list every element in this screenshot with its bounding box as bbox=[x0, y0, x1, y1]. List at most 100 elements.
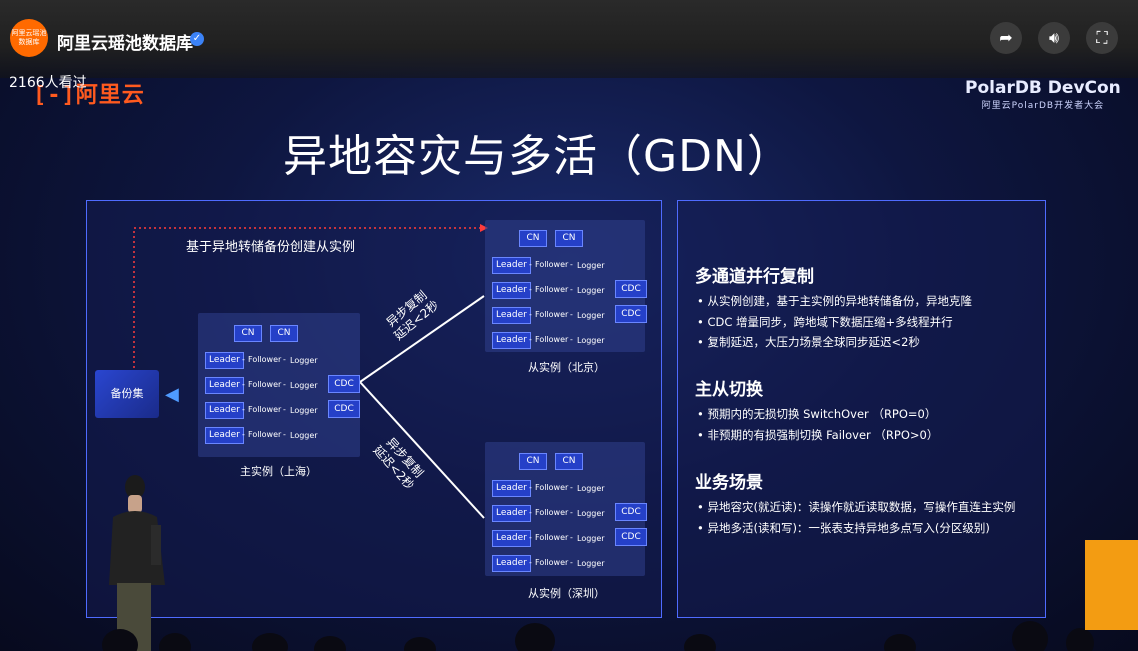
follower-node: Follower bbox=[535, 307, 568, 322]
row-dash: - bbox=[242, 377, 245, 392]
logger-node: Logger bbox=[577, 556, 605, 571]
audience-heads bbox=[0, 615, 1138, 651]
bullet-icon: • bbox=[697, 315, 707, 329]
row-dash: - bbox=[283, 352, 286, 367]
leader-node: Leader bbox=[492, 555, 531, 572]
follower-node: Follower bbox=[248, 402, 281, 417]
follower-node: Follower bbox=[535, 257, 568, 272]
section-bullet: • 复制延迟，大压力场景全球同步延迟<2秒 bbox=[697, 334, 920, 350]
row-dash: - bbox=[283, 377, 286, 392]
row-dash: - bbox=[570, 307, 573, 322]
logger-node: Logger bbox=[290, 403, 318, 418]
logger-node: Logger bbox=[290, 378, 318, 393]
row-dash: - bbox=[283, 402, 286, 417]
bullet-icon: • bbox=[697, 428, 707, 442]
bullet-text: CDC 增量同步，跨地域下数据压缩+多线程并行 bbox=[707, 315, 952, 329]
logger-node: Logger bbox=[577, 531, 605, 546]
leader-node: Leader bbox=[205, 427, 244, 444]
row-dash: - bbox=[529, 257, 532, 272]
backup-set-box: 备份集 bbox=[95, 370, 159, 418]
row-dash: - bbox=[570, 555, 573, 570]
leader-node: Leader bbox=[492, 282, 531, 299]
cdc-node: CDC bbox=[328, 375, 360, 393]
follower-node: Follower bbox=[248, 352, 281, 367]
arrow-left-icon: ◀ bbox=[165, 384, 179, 405]
follower-node: Follower bbox=[535, 282, 568, 297]
cn-node: CN bbox=[519, 230, 547, 247]
section-heading: 业务场景 bbox=[695, 468, 763, 493]
bullet-text: 异地容灾(就近读)：读操作就近读取数据，写操作直连主实例 bbox=[707, 500, 1015, 514]
bullet-text: 从实例创建，基于主实例的异地转储备份，异地克隆 bbox=[707, 294, 972, 308]
row-dash: - bbox=[570, 480, 573, 495]
stage-decoration bbox=[1085, 540, 1138, 630]
bullet-text: 复制延迟，大压力场景全球同步延迟<2秒 bbox=[707, 335, 919, 349]
section-heading: 多通道并行复制 bbox=[695, 262, 814, 287]
bullet-text: 非预期的有损强制切换 Failover （RPO>0） bbox=[707, 428, 938, 442]
bullet-text: 预期内的无损切换 SwitchOver （RPO=0） bbox=[707, 407, 936, 421]
section-bullet: • 预期内的无损切换 SwitchOver （RPO=0） bbox=[697, 406, 936, 422]
bullet-icon: • bbox=[697, 521, 707, 535]
row-dash: - bbox=[242, 352, 245, 367]
logger-node: Logger bbox=[290, 428, 318, 443]
logger-node: Logger bbox=[577, 258, 605, 273]
row-dash: - bbox=[529, 480, 532, 495]
bullet-text: 异地多活(读和写)：一张表支持异地多点写入(分区级别) bbox=[707, 521, 989, 535]
follower-node: Follower bbox=[248, 377, 281, 392]
row-dash: - bbox=[570, 282, 573, 297]
row-dash: - bbox=[529, 505, 532, 520]
backup-annotation: 基于异地转储备份创建从实例 bbox=[186, 236, 355, 255]
section-bullet: • CDC 增量同步，跨地域下数据压缩+多线程并行 bbox=[697, 314, 953, 330]
cdc-node: CDC bbox=[328, 400, 360, 418]
section-bullet: • 异地多活(读和写)：一张表支持异地多点写入(分区级别) bbox=[697, 520, 990, 536]
cn-node: CN bbox=[555, 230, 583, 247]
section-bullet: • 异地容灾(就近读)：读操作就近读取数据，写操作直连主实例 bbox=[697, 499, 1015, 515]
logger-node: Logger bbox=[577, 506, 605, 521]
row-dash: - bbox=[283, 427, 286, 442]
cn-node: CN bbox=[519, 453, 547, 470]
logger-node: Logger bbox=[577, 481, 605, 496]
cdc-node: CDC bbox=[615, 280, 647, 298]
follower-node: Follower bbox=[535, 530, 568, 545]
leader-node: Leader bbox=[492, 505, 531, 522]
follower-node: Follower bbox=[535, 555, 568, 570]
row-dash: - bbox=[242, 402, 245, 417]
row-dash: - bbox=[529, 332, 532, 347]
cdc-node: CDC bbox=[615, 528, 647, 546]
row-dash: - bbox=[529, 307, 532, 322]
cn-node: CN bbox=[555, 453, 583, 470]
cn-node: CN bbox=[270, 325, 298, 342]
leader-node: Leader bbox=[205, 402, 244, 419]
row-dash: - bbox=[242, 427, 245, 442]
bullet-icon: • bbox=[697, 407, 707, 421]
follower-node: Follower bbox=[535, 480, 568, 495]
follower-node: Follower bbox=[535, 332, 568, 347]
section-heading: 主从切换 bbox=[695, 375, 763, 400]
follower-node: Follower bbox=[535, 505, 568, 520]
beijing-label: 从实例（北京） bbox=[528, 359, 605, 375]
logger-node: Logger bbox=[577, 283, 605, 298]
bullet-icon: • bbox=[697, 500, 707, 514]
row-dash: - bbox=[570, 257, 573, 272]
cdc-node: CDC bbox=[615, 305, 647, 323]
section-bullet: • 非预期的有损强制切换 Failover （RPO>0） bbox=[697, 427, 938, 443]
leader-node: Leader bbox=[492, 257, 531, 274]
leader-node: Leader bbox=[205, 352, 244, 369]
cn-node: CN bbox=[234, 325, 262, 342]
logger-node: Logger bbox=[577, 333, 605, 348]
leader-node: Leader bbox=[492, 307, 531, 324]
row-dash: - bbox=[570, 332, 573, 347]
bullet-icon: • bbox=[697, 335, 707, 349]
row-dash: - bbox=[570, 505, 573, 520]
row-dash: - bbox=[529, 555, 532, 570]
row-dash: - bbox=[529, 282, 532, 297]
row-dash: - bbox=[570, 530, 573, 545]
cdc-node: CDC bbox=[615, 503, 647, 521]
leader-node: Leader bbox=[205, 377, 244, 394]
leader-node: Leader bbox=[492, 530, 531, 547]
leader-node: Leader bbox=[492, 480, 531, 497]
logger-node: Logger bbox=[290, 353, 318, 368]
row-dash: - bbox=[529, 530, 532, 545]
logger-node: Logger bbox=[577, 308, 605, 323]
section-bullet: • 从实例创建，基于主实例的异地转储备份，异地克隆 bbox=[697, 293, 972, 309]
